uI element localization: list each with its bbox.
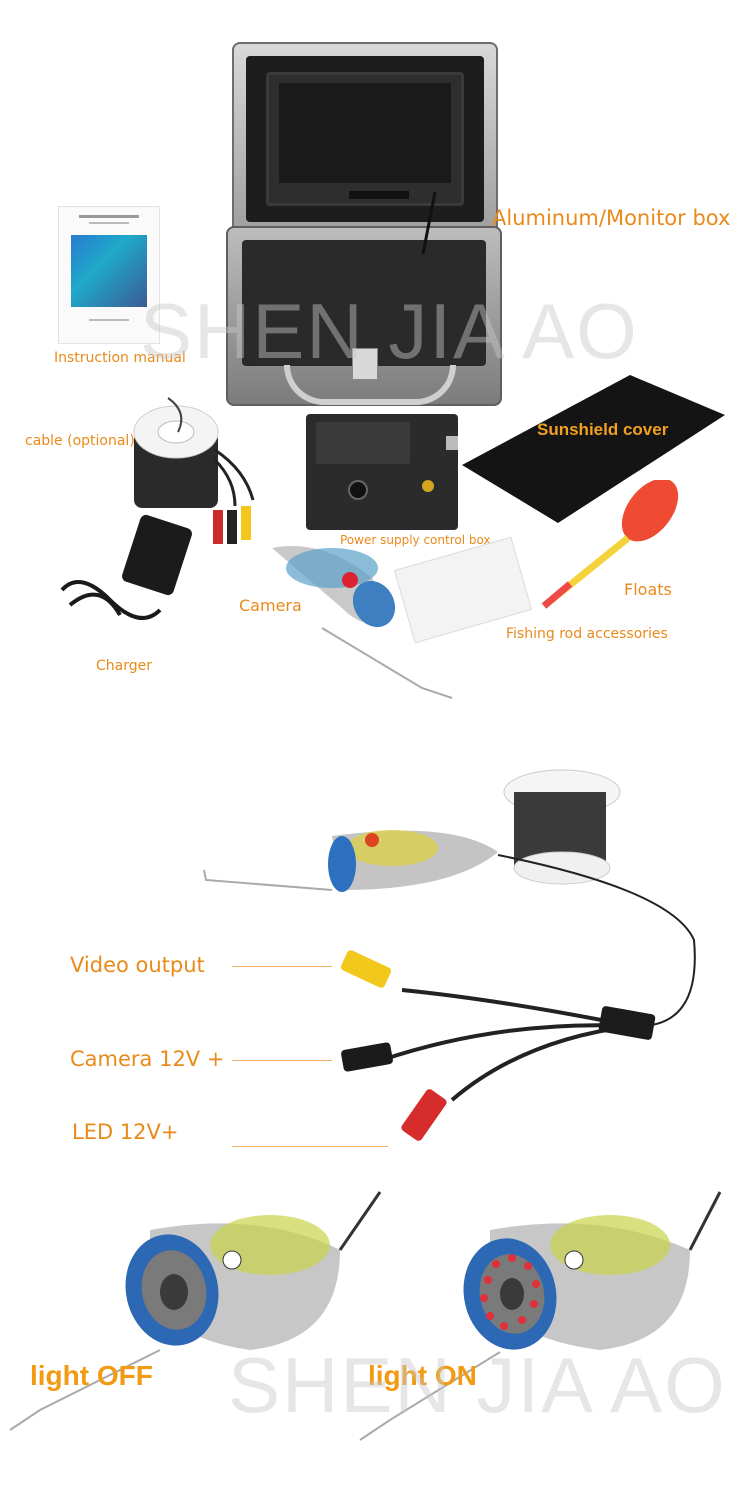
label-floats: Floats [624,580,672,599]
power-supply-box [306,414,458,530]
case-lid [232,42,498,236]
manual-cover-image [71,235,147,307]
case-foam [242,240,486,366]
label-instruction-manual: Instruction manual [54,350,186,366]
rca-socket [422,480,434,492]
instruction-manual [58,206,160,344]
bnc-connector [446,436,458,450]
monitor-cable [421,191,437,255]
camera-with-cable [203,769,696,1141]
leader-line-camera [232,1060,332,1061]
label-sunshield: Sunshield cover [537,420,669,439]
manual-title-line [79,215,139,218]
charger [60,514,192,620]
connector-label-video-output: Video output [70,953,205,977]
manual-subtitle-line [89,222,129,224]
label-fishing-rod-accessories: Fishing rod accessories [506,626,668,642]
manual-footer-line [89,319,129,321]
label-charger: Charger [96,658,152,674]
camera-small [272,546,453,699]
monitor [266,72,464,206]
power-box-label-panel [316,422,410,464]
label-cable: cable (optional) [25,433,135,449]
monitor-buttons [349,191,409,199]
monitor-screen [279,83,451,183]
watermark-top: SHEN JIA AO [140,287,639,375]
label-camera: Camera [239,596,302,615]
watermark-bottom: SHEN JIA AO [228,1341,727,1429]
connector-label-led-12v: LED 12V+ [72,1120,179,1144]
connector-label-camera-12v: Camera 12V + [70,1047,225,1071]
label-aluminum-box: Aluminum/Monitor box [492,206,731,230]
case-latch [352,348,378,380]
label-light-off: light OFF [30,1360,153,1391]
power-knob [348,480,368,500]
case-lid-interior [246,56,484,222]
label-light-on: light ON [368,1360,477,1391]
leader-line-video [232,966,332,967]
cable-rca-plugs [213,448,255,544]
float [541,480,679,609]
sunshield-cover [462,375,725,523]
leader-line-led [232,1146,388,1147]
camera-light-comparison [9,1191,722,1441]
cable-spool [133,397,219,508]
label-power-box: Power supply control box [340,533,491,547]
